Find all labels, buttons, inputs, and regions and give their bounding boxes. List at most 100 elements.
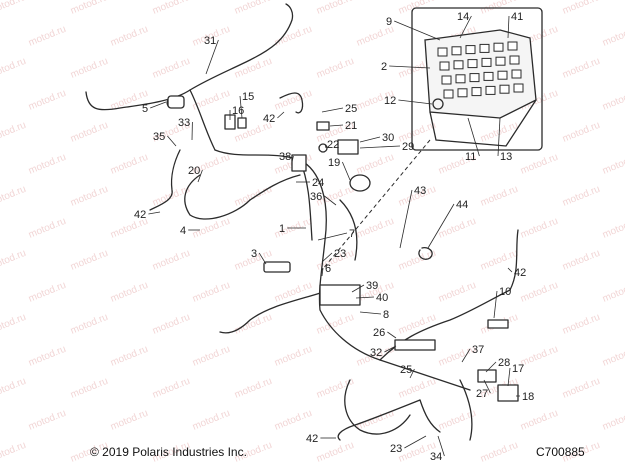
leader-line-c21 (329, 124, 344, 127)
leader-line-c11 (467, 117, 480, 157)
leader-line-c41 (507, 15, 510, 39)
fuse-slot (457, 88, 468, 98)
fuse-slot (509, 55, 520, 65)
harness-42-bottom (337, 399, 421, 441)
watermark-text: motod.ru (191, 280, 232, 305)
callout-c4: 4 (180, 225, 186, 237)
leader-line-c25b (409, 368, 415, 379)
watermark-text: motod.ru (233, 0, 274, 17)
leader-line-c28 (485, 361, 497, 373)
leader-line-c29 (359, 145, 401, 149)
fuse-slot (437, 47, 448, 57)
callout-c12: 12 (384, 95, 396, 107)
callout-c22: 22 (327, 139, 339, 151)
watermark-text: motod.ru (151, 312, 192, 337)
callout-c25a: 25 (345, 103, 357, 115)
callout-c25b: 25 (400, 364, 412, 376)
watermark-text: motod.ru (315, 312, 356, 337)
watermark-text: motod.ru (109, 152, 150, 177)
leader-line-c6 (321, 267, 324, 277)
watermark-text: motod.ru (109, 408, 150, 433)
watermark-text: motod.ru (233, 184, 274, 209)
watermark-text: motod.ru (273, 344, 314, 369)
leader-line-c23b (404, 435, 427, 449)
component-5 (167, 95, 185, 109)
callout-c20: 20 (188, 165, 200, 177)
watermark-text: motod.ru (0, 312, 28, 337)
watermark-text: motod.ru (27, 24, 68, 49)
watermark-text: motod.ru (315, 56, 356, 81)
fuse-slot (495, 56, 506, 66)
leader-line-c13 (497, 117, 501, 157)
figure-code: C700885 (536, 445, 585, 459)
fuse-22 (318, 143, 328, 153)
fuse-slot (451, 46, 462, 56)
watermark-text: motod.ru (191, 408, 232, 433)
leader-line-c27 (483, 379, 491, 394)
harness-36 (339, 199, 358, 261)
watermark-text: motod.ru (0, 376, 28, 401)
callout-c18: 18 (522, 391, 534, 403)
callout-c14: 14 (457, 11, 469, 23)
callout-c32: 32 (370, 347, 382, 359)
harness-34 (419, 399, 441, 433)
leader-line-c44 (427, 203, 455, 249)
callout-c3: 3 (251, 248, 257, 260)
watermark-text: motod.ru (69, 312, 110, 337)
watermark-text: motod.ru (233, 56, 274, 81)
watermark-text: motod.ru (0, 56, 28, 81)
leader-line-c3 (258, 252, 267, 265)
callout-c16: 16 (232, 105, 244, 117)
callout-c6: 6 (325, 263, 331, 275)
watermark-text: motod.ru (355, 216, 396, 241)
watermark-text: motod.ru (601, 88, 625, 113)
watermark-text: motod.ru (601, 408, 625, 433)
callout-c5: 5 (142, 103, 148, 115)
callout-c30: 30 (382, 132, 394, 144)
leader-line-c35 (167, 135, 177, 147)
watermark-text: motod.ru (27, 280, 68, 305)
callout-c35: 35 (153, 131, 165, 143)
fuse-slot (485, 85, 496, 95)
fuse-slot (467, 59, 478, 69)
leader-line-c30 (359, 136, 381, 143)
fuse-slot (479, 43, 490, 53)
watermark-text: motod.ru (69, 120, 110, 145)
watermark-text: motod.ru (27, 344, 68, 369)
harness-37 (459, 379, 473, 441)
relay-38 (291, 154, 307, 172)
fuse-slot (497, 70, 508, 80)
leader-line-c17 (507, 367, 511, 387)
leader-line-c12 (398, 99, 433, 105)
callout-c42d: 42 (306, 433, 318, 445)
callout-c37: 37 (472, 344, 484, 356)
watermark-text: motod.ru (0, 184, 28, 209)
watermark-text: motod.ru (273, 408, 314, 433)
callout-c17: 17 (512, 363, 524, 375)
fuse-slot (499, 84, 510, 94)
fuse-slot (483, 71, 494, 81)
watermark-text: motod.ru (69, 56, 110, 81)
fuse-slot (465, 45, 476, 55)
watermark-text: motod.ru (437, 216, 478, 241)
loop-44 (418, 246, 433, 260)
leader-line-c39 (351, 284, 365, 293)
leader-line-c10 (493, 290, 498, 319)
harness-24 (249, 174, 301, 201)
watermark-text: motod.ru (27, 216, 68, 241)
watermark-text: motod.ru (519, 344, 560, 369)
watermark-text: motod.ru (273, 24, 314, 49)
callout-c13: 13 (500, 151, 512, 163)
relay-17 (497, 384, 519, 402)
callout-c2: 2 (381, 61, 387, 73)
callout-c24: 24 (312, 177, 324, 189)
leader-line-c19 (342, 161, 351, 181)
watermark-text: motod.ru (519, 280, 560, 305)
callout-c43: 43 (414, 185, 426, 197)
watermark-text: motod.ru (561, 376, 602, 401)
watermark-text: motod.ru (601, 344, 625, 369)
callout-c33: 33 (178, 117, 190, 129)
watermark-text: motod.ru (191, 88, 232, 113)
